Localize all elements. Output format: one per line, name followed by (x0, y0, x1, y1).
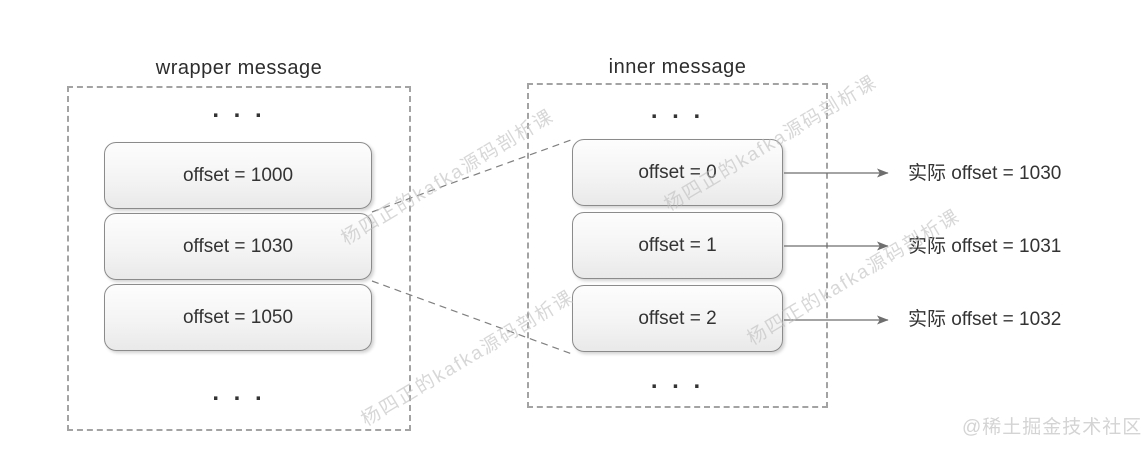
wrapper-ellipsis-bottom: . . . (212, 379, 266, 406)
wrapper-box-offset-1030: offset = 1030 (104, 213, 372, 280)
actual-offset-label-1030: 实际 offset = 1030 (908, 163, 1062, 184)
actual-offset-label-1032: 实际 offset = 1032 (908, 309, 1062, 330)
inner-ellipsis-bottom: . . . (650, 367, 705, 394)
inner-box-offset-1: offset = 1 (572, 212, 783, 279)
juejin-site-watermark: @稀土掘金技术社区 (962, 417, 1142, 438)
inner-ellipsis-top: . . . (650, 97, 705, 124)
inner-box-offset-2: offset = 2 (572, 285, 783, 352)
inner-box-offset-0: offset = 0 (572, 139, 783, 206)
inner-message-title: inner message (608, 56, 747, 78)
wrapper-box-offset-1050: offset = 1050 (104, 284, 372, 351)
wrapper-message-container (67, 86, 411, 431)
actual-offset-label-1031: 实际 offset = 1031 (908, 236, 1062, 257)
wrapper-message-title: wrapper message (155, 57, 323, 79)
wrapper-ellipsis-top: . . . (212, 96, 266, 123)
wrapper-box-offset-1000: offset = 1000 (104, 142, 372, 209)
